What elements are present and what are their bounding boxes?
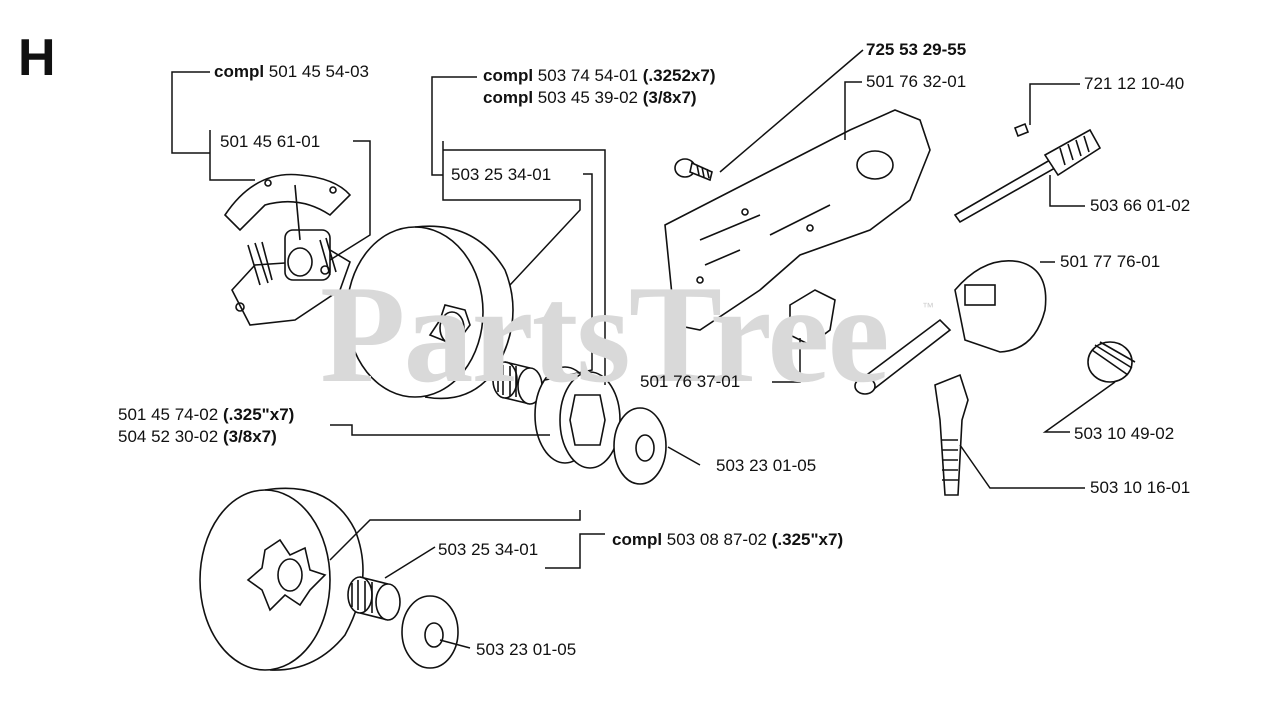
worm-gear-drawing <box>1087 341 1136 383</box>
washer-drawing-1 <box>613 407 667 485</box>
clutch-assembly-drawing <box>223 173 352 326</box>
label-suffix: (3/8x7) <box>642 88 697 107</box>
needle-bearing-drawing-2 <box>347 576 401 621</box>
label-prefix: compl <box>483 88 534 107</box>
label-oil-pump[interactable]: 501 77 76-01 <box>1060 252 1160 272</box>
needle-bearing-drawing-1 <box>492 361 543 405</box>
part-number: 503 10 49-02 <box>1074 424 1175 443</box>
rim-sprocket-drawing <box>534 366 621 469</box>
spur-drum-drawing <box>199 487 364 671</box>
part-number: 503 66 01-02 <box>1090 196 1191 215</box>
label-bolt[interactable]: 725 53 29-55 <box>866 40 966 60</box>
watermark: PartsTree <box>320 257 890 412</box>
pin-drawing <box>1013 122 1030 138</box>
label-pin[interactable]: 721 12 10-40 <box>1084 74 1184 94</box>
shaft-drawing <box>953 128 1102 224</box>
label-prefix: compl <box>483 66 534 85</box>
oil-pump-drawing <box>854 260 1047 395</box>
label-pump-piston[interactable]: 503 10 16-01 <box>1090 478 1190 498</box>
label-suffix: (3/8x7) <box>222 427 277 446</box>
part-number: 721 12 10-40 <box>1084 74 1185 93</box>
part-number: 503 23 01-05 <box>476 640 577 659</box>
cover-plate-drawing <box>664 109 931 331</box>
label-washer-2[interactable]: 503 23 01-05 <box>476 640 576 660</box>
bolt-drawing <box>674 158 713 182</box>
section-letter: H <box>18 29 56 87</box>
part-number: 501 45 61-01 <box>220 132 321 151</box>
part-number: 503 08 87-02 <box>666 530 767 549</box>
label-rim-sprocket-1[interactable]: 501 45 74-02 (.325"x7) <box>118 405 294 425</box>
leader-lines <box>171 49 1116 649</box>
label-guide[interactable]: 501 76 37-01 <box>640 372 740 392</box>
part-number: 501 77 76-01 <box>1060 252 1161 271</box>
part-number: 725 53 29-55 <box>866 40 967 59</box>
guide-drawing <box>789 289 836 346</box>
part-number: 503 45 39-02 <box>537 88 638 107</box>
label-rim-sprocket-2[interactable]: 504 52 30-02 (3/8x7) <box>118 427 277 447</box>
part-number: 503 74 54-01 <box>537 66 638 85</box>
part-number: 501 76 37-01 <box>640 372 741 391</box>
pump-piston-drawing <box>934 373 969 496</box>
label-prefix: compl <box>612 530 663 549</box>
label-needle-bearing-2[interactable]: 503 25 34-01 <box>438 540 538 560</box>
part-number: 503 10 16-01 <box>1090 478 1191 497</box>
label-needle-bearing-1[interactable]: 503 25 34-01 <box>451 165 551 185</box>
part-number: 501 45 74-02 <box>118 405 219 424</box>
label-drum-compl-1[interactable]: compl 503 74 54-01 (.3252x7) <box>483 66 716 86</box>
label-suffix: (.325"x7) <box>771 530 844 549</box>
label-washer-1[interactable]: 503 23 01-05 <box>716 456 816 476</box>
label-drum-compl-2[interactable]: compl 503 45 39-02 (3/8x7) <box>483 88 697 108</box>
label-drum-compl-spur[interactable]: compl 503 08 87-02 (.325"x7) <box>612 530 843 550</box>
washer-drawing-2 <box>401 595 459 669</box>
label-clutch-compl[interactable]: compl 501 45 54-03 <box>214 62 369 82</box>
label-shaft[interactable]: 503 66 01-02 <box>1090 196 1190 216</box>
part-number: 504 52 30-02 <box>118 427 219 446</box>
label-clutch-shoe[interactable]: 501 45 61-01 <box>220 132 320 152</box>
part-number: 503 25 34-01 <box>451 165 552 184</box>
label-cover-plate[interactable]: 501 76 32-01 <box>866 72 966 92</box>
label-worm-gear[interactable]: 503 10 49-02 <box>1074 424 1174 444</box>
part-number: 501 76 32-01 <box>866 72 967 91</box>
label-suffix: (.3252x7) <box>642 66 716 85</box>
part-number: 501 45 54-03 <box>268 62 369 81</box>
label-suffix: (.325"x7) <box>222 405 295 424</box>
clutch-drum-drawing-1 <box>346 225 514 400</box>
label-prefix: compl <box>214 62 265 81</box>
watermark-trademark: ™ <box>922 300 934 314</box>
part-number: 503 25 34-01 <box>438 540 539 559</box>
part-number: 503 23 01-05 <box>716 456 817 475</box>
